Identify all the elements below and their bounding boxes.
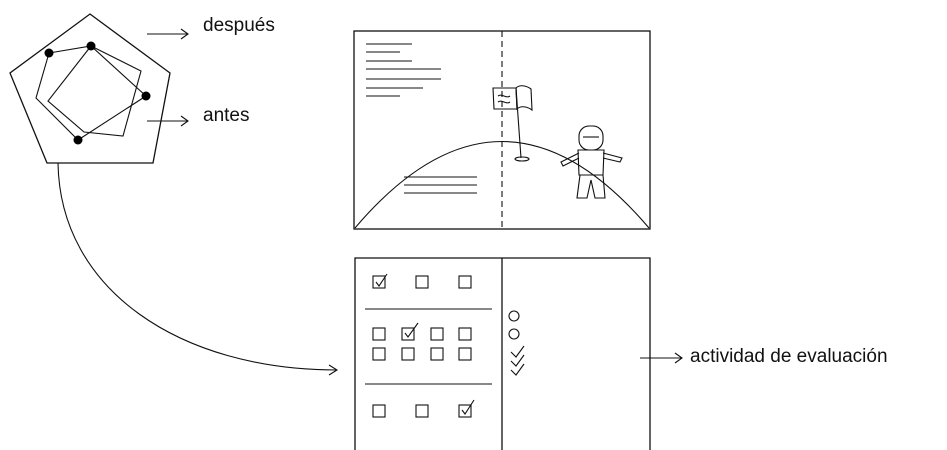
checkbox-row xyxy=(372,322,472,341)
astronaut-icon xyxy=(560,125,623,199)
radar-point xyxy=(141,91,151,101)
flag-icon xyxy=(492,85,533,162)
arrow-after-icon xyxy=(147,28,189,40)
text-lines-top xyxy=(366,43,441,97)
radar-before-polygon xyxy=(47,45,142,137)
checkbox-row xyxy=(372,273,472,289)
label-after: después xyxy=(203,15,275,36)
text-lines-bottom xyxy=(404,176,477,194)
radar-after-polygon xyxy=(35,45,147,141)
story-book-spread xyxy=(353,30,651,230)
radar-point xyxy=(73,135,83,145)
arrow-evaluation-icon xyxy=(640,352,683,364)
planet-arc xyxy=(354,141,650,229)
label-evaluation-activity: actividad de evaluación xyxy=(690,346,888,367)
checkbox-row xyxy=(372,347,472,361)
checkmark-icon xyxy=(510,345,525,376)
curved-arrow-icon xyxy=(57,162,339,376)
circle-icon xyxy=(508,310,520,340)
checkbox-row xyxy=(372,399,475,418)
radar-pentagon-icon xyxy=(9,13,171,164)
workbook-spread xyxy=(354,257,651,450)
radar-point xyxy=(44,48,54,58)
radar-point xyxy=(86,41,96,51)
arrow-before-icon xyxy=(147,115,189,127)
label-before: antes xyxy=(203,105,250,126)
radar-outer-pentagon xyxy=(9,13,171,164)
